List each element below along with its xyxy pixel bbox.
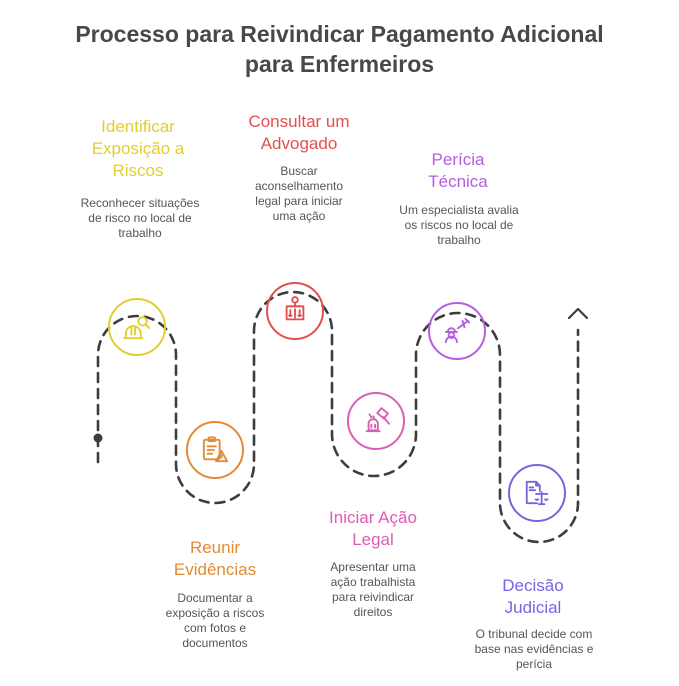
document-scales-icon [525, 480, 549, 506]
step-title-iniciar: Iniciar Ação Legal [329, 508, 417, 549]
step-title-identificar: Identificar Exposição a Riscos [91, 117, 185, 180]
step-node-decisao [508, 464, 566, 522]
expert-inspector-icon [444, 317, 471, 344]
step-node-pericia [428, 302, 486, 360]
path-end-arrow-icon [567, 307, 589, 320]
step-desc-pericia: Um especialista avalia os riscos no loca… [399, 203, 519, 247]
diagram-title: Processo para Reivindicar Pagamento Adic… [0, 19, 679, 79]
step-node-iniciar [347, 392, 405, 450]
step-node-reunir [186, 421, 244, 479]
step-desc-reunir: Documentar a exposição a riscos com foto… [165, 591, 265, 650]
step-title-reunir: Reunir Evidências [173, 538, 257, 579]
clipboard-warning-icon [202, 436, 229, 463]
step-title-decisao: Decisão Judicial [502, 576, 564, 617]
step-desc-consultar: Buscar aconselhamento legal para iniciar… [254, 164, 344, 223]
step-node-identificar [108, 298, 166, 356]
step-title-consultar: Consultar um Advogado [248, 112, 350, 153]
title-line-2: para Enfermeiros [244, 51, 435, 77]
title-line-1: Processo para Reivindicar Pagamento Adic… [75, 21, 604, 47]
dashed-path [96, 290, 580, 544]
step-desc-decisao: O tribunal decide com base nas evidência… [474, 627, 594, 671]
hard-hat-search-icon [123, 316, 151, 340]
path-start-dot [93, 433, 103, 443]
step-node-consultar [266, 282, 324, 340]
lawyer-scales-icon [285, 296, 305, 321]
gavel-alarm-icon [365, 407, 390, 433]
step-desc-iniciar: Apresentar uma ação trabalhista para rei… [330, 560, 416, 619]
step-desc-identificar: Reconhecer situações de risco no local d… [80, 196, 200, 240]
step-title-pericia: Perícia Técnica [428, 150, 488, 191]
